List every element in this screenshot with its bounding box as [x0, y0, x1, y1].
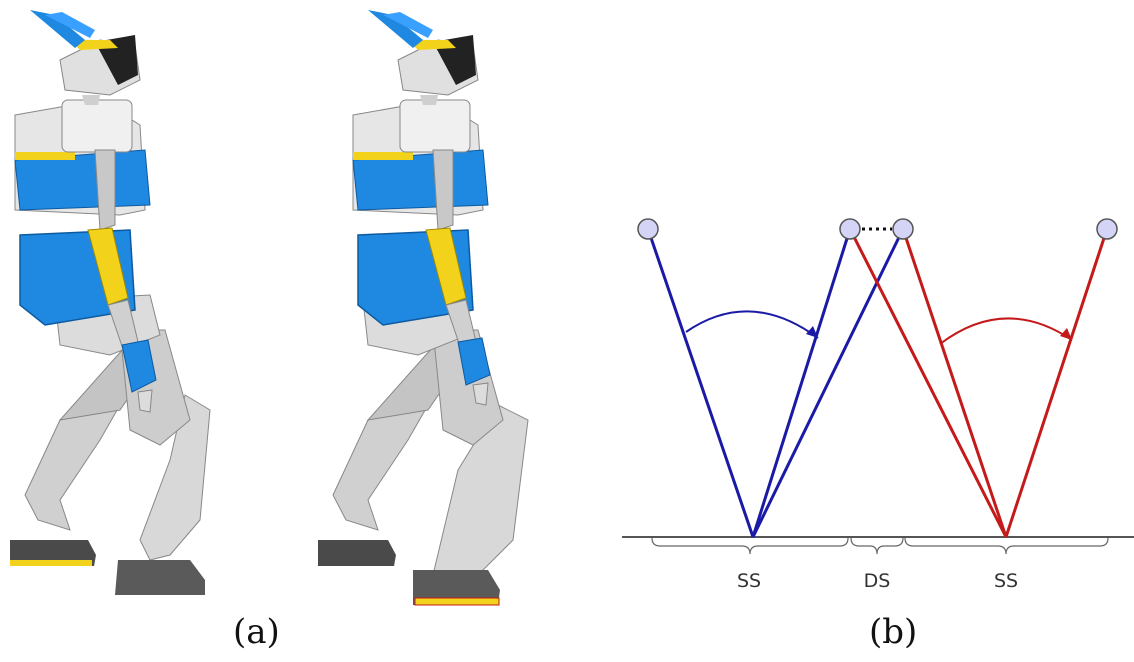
double-pendulum-diagram: SS DS SS — [622, 218, 1134, 592]
mass-circle-2 — [839, 218, 861, 240]
blue-leg-2 — [751, 228, 852, 538]
blue-leg-3 — [751, 228, 905, 538]
left-ss-label: SS — [737, 570, 761, 592]
ds-label: DS — [864, 570, 891, 592]
red-leg-2 — [901, 228, 1008, 538]
blue-arrowhead-icon — [806, 326, 818, 338]
humanoid-robot-icon-2 — [318, 10, 529, 606]
mass-circle-1 — [637, 218, 659, 240]
blue-leg-1 — [646, 228, 755, 538]
ds-brace — [850, 537, 904, 555]
caption-a: (a) — [233, 612, 280, 652]
red-leg-1 — [848, 228, 1008, 538]
caption-b: (b) — [869, 612, 918, 652]
humanoid-robot-icon-1 — [10, 10, 211, 595]
red-leg-3 — [1004, 228, 1109, 538]
red-swing-arrow — [939, 317, 1073, 345]
left-ss-brace — [651, 537, 849, 555]
mass-circle-4 — [1096, 218, 1118, 240]
right-ss-label: SS — [994, 570, 1018, 592]
blue-swing-arrow — [685, 310, 819, 339]
right-ss-brace — [904, 537, 1109, 555]
red-arrowhead-icon — [1060, 328, 1072, 340]
mass-circle-3 — [892, 218, 914, 240]
